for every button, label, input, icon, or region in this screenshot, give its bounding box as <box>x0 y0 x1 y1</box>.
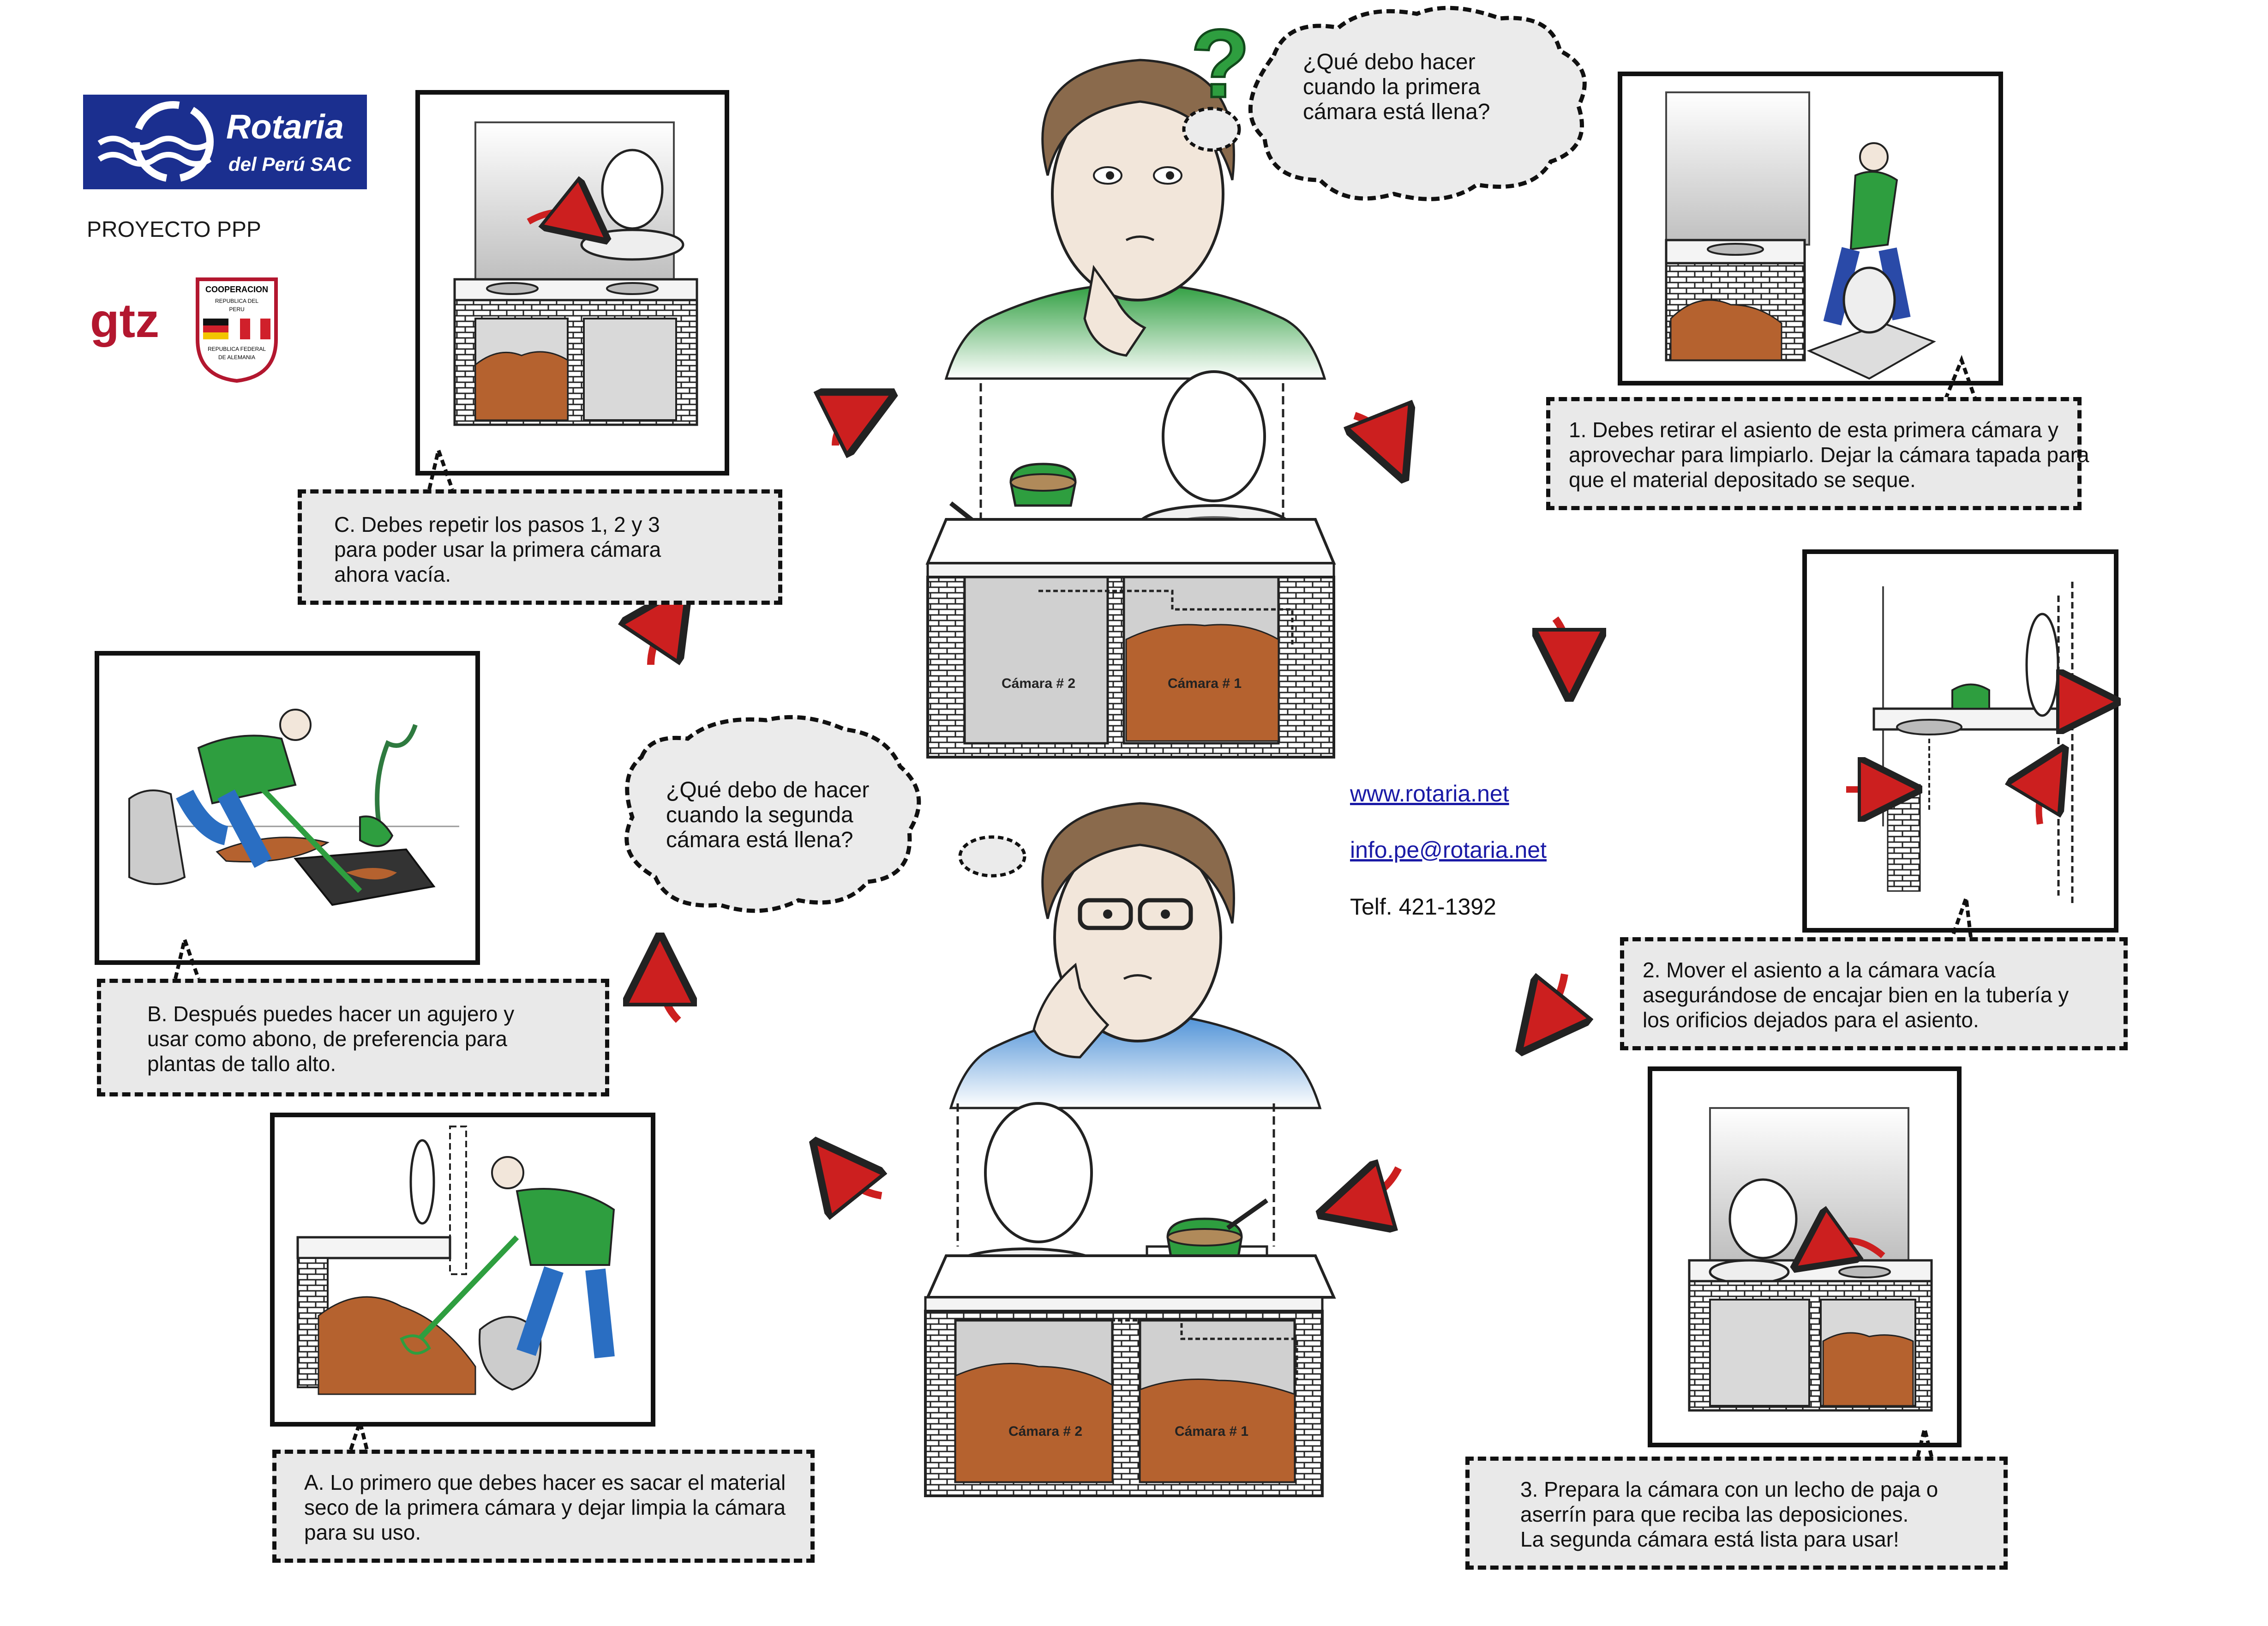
svg-text:REPUBLICA DEL: REPUBLICA DEL <box>215 298 258 304</box>
bubble-first-line: cuando la primera <box>1303 75 1481 99</box>
step-3-caption: 3. Prepara la cámara con un lecho de paj… <box>1465 1457 2008 1570</box>
bubble-second-text: ¿Qué debo de hacer cuando la segunda cám… <box>666 778 869 853</box>
svg-text:DE ALEMANIA: DE ALEMANIA <box>218 354 255 361</box>
step-3-line: 3. Prepara la cámara con un lecho de paj… <box>1520 1477 1938 1501</box>
step-c-line: C. Debes repetir los pasos 1, 2 y 3 <box>334 512 660 536</box>
step-a-line: para su uso. <box>304 1520 421 1544</box>
step-1-line: aprovechar para limpiarlo. Dejar la cáma… <box>1569 443 2089 467</box>
bubble-second-line: cámara está llena? <box>666 828 853 852</box>
step-2-line: 2. Mover el asiento a la cámara vacía <box>1643 958 1996 982</box>
panel-b-illustration <box>95 651 480 965</box>
panel-c-illustration <box>415 90 729 476</box>
question-mark-icon: ? <box>1191 9 1250 118</box>
step-3-line: aserrín para que reciba las deposiciones… <box>1520 1502 1909 1526</box>
step-1-line: 1. Debes retirar el asiento de esta prim… <box>1569 418 2059 442</box>
step-1-caption: 1. Debes retirar el asiento de esta prim… <box>1546 397 2089 510</box>
step-1-line: que el material depositado se seque. <box>1569 468 1916 492</box>
panel-a-illustration <box>270 1113 655 1427</box>
phone-number: Telf. 421-1392 <box>1350 894 1496 920</box>
svg-text:REPUBLICA FEDERAL: REPUBLICA FEDERAL <box>208 346 266 352</box>
bubble-first-line: cámara está llena? <box>1303 100 1490 124</box>
chamber-2-label-bottom: Cámara # 2 <box>1008 1424 1082 1439</box>
step-b-line: usar como abono, de preferencia para <box>147 1027 507 1051</box>
woman-glasses-illustration <box>949 802 1322 1109</box>
chamber-1-label-top: Cámara # 1 <box>1168 676 1242 691</box>
cycle-arrow-icon <box>651 409 1569 1205</box>
rotaria-logo-icon[interactable] <box>83 95 367 189</box>
svg-text:PERU: PERU <box>229 306 244 313</box>
step-3-line: La segunda cámara está lista para usar! <box>1520 1527 1899 1551</box>
woman-thinking-illustration <box>944 59 1326 380</box>
email-link[interactable]: info.pe@rotaria.net <box>1350 837 1547 863</box>
panel-2-illustration <box>1802 549 2116 933</box>
bubble-second-line: ¿Qué debo de hacer <box>666 778 870 802</box>
step-c-line: para poder usar la primera cámara <box>334 537 661 561</box>
cooperation-seal-icon: COOPERACION REPUBLICA DEL PERU REPUBLICA… <box>196 277 278 383</box>
panel-3-illustration <box>1648 1066 1962 1447</box>
step-b-caption: B. Después puedes hacer un agujero y usa… <box>97 979 609 1096</box>
step-2-line: los orificios dejados para el asiento. <box>1643 1008 1979 1032</box>
chamber-2-label-top: Cámara # 2 <box>1002 676 1075 691</box>
panel-1-illustration <box>1618 72 2003 385</box>
bubble-second-line: cuando la segunda <box>666 803 853 827</box>
step-b-line: B. Después puedes hacer un agujero y <box>147 1002 515 1026</box>
caption-connectors <box>174 355 1977 1457</box>
step-2-caption: 2. Mover el asiento a la cámara vacía as… <box>1620 937 2128 1050</box>
step-c-line: ahora vacía. <box>334 562 451 586</box>
double-chamber-toilet-2: Cámara # 2 Cámara # 1 <box>924 1102 1336 1497</box>
website-link[interactable]: www.rotaria.net <box>1350 781 1509 807</box>
project-label: PROYECTO PPP <box>87 217 261 242</box>
bubble-first-line: ¿Qué debo hacer <box>1303 50 1476 74</box>
step-a-line: seco de la primera cámara y dejar limpia… <box>304 1495 786 1519</box>
gtz-logo: gtz <box>90 294 159 348</box>
step-a-caption: A. Lo primero que debes hacer es sacar e… <box>272 1450 815 1563</box>
thought-bubble-second <box>624 715 1026 913</box>
logo-name: Rotaria <box>226 108 344 146</box>
step-2-line: asegurándose de encajar bien en la tuber… <box>1643 983 2069 1007</box>
step-a-line: A. Lo primero que debes hacer es sacar e… <box>304 1470 786 1494</box>
logo-sub: del Perú SAC <box>228 153 352 175</box>
step-b-line: plantas de tallo alto. <box>147 1052 336 1076</box>
thought-bubble-first <box>1182 6 1587 201</box>
chamber-1-label-bottom: Cámara # 1 <box>1175 1424 1248 1439</box>
step-c-caption: C. Debes repetir los pasos 1, 2 y 3 para… <box>298 489 782 605</box>
double-chamber-toilet-1: Cámara # 2 Cámara # 1 <box>925 370 1336 759</box>
bubble-first-text: ¿Qué debo hacer cuando la primera cámara… <box>1303 50 1490 125</box>
svg-text:COOPERACION: COOPERACION <box>205 285 268 294</box>
